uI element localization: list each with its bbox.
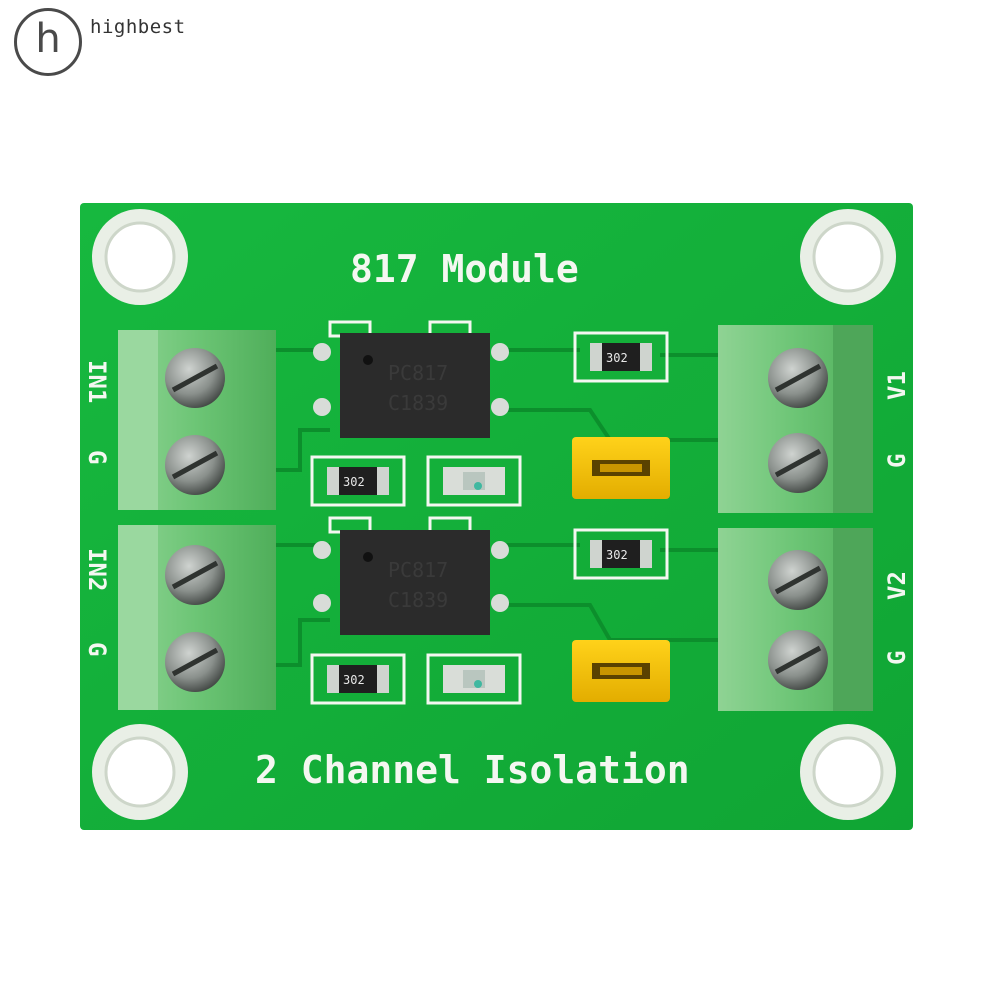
pcb-board <box>80 203 913 830</box>
terminal-block-v2 <box>718 528 873 711</box>
mounting-hole-bl <box>92 724 188 820</box>
brand-logo: h <box>14 8 82 76</box>
optocoupler-2: PC817 C1839 <box>313 516 509 635</box>
resistor-r4-code: 302 <box>343 673 365 687</box>
chip-2-line2: C1839 <box>388 588 448 612</box>
chip-1-line1: PC817 <box>388 361 448 385</box>
optocoupler-1: PC817 C1839 <box>313 320 509 438</box>
terminal-block-in2 <box>118 525 276 710</box>
label-in1: IN1 <box>83 360 111 403</box>
resistor-r3: 302 <box>573 528 669 580</box>
chip-1-line2: C1839 <box>388 391 448 415</box>
resistor-r1-code: 302 <box>606 351 628 365</box>
label-v2-ground: G <box>883 651 911 665</box>
resistor-r2-code: 302 <box>343 475 365 489</box>
resistor-r1: 302 <box>573 331 669 383</box>
label-v1-ground: G <box>883 454 911 468</box>
label-v2: V2 <box>883 571 911 600</box>
mounting-hole-tr <box>800 209 896 305</box>
jumper-1 <box>572 437 670 499</box>
board-title: 817 Module <box>350 247 579 291</box>
label-in2-ground: G <box>83 642 111 656</box>
terminal-block-v1 <box>718 325 873 513</box>
label-v1: V1 <box>883 371 911 400</box>
label-in1-ground: G <box>83 450 111 464</box>
label-in2: IN2 <box>83 548 111 591</box>
resistor-r2: 302 <box>310 455 406 507</box>
terminal-block-in1 <box>118 330 276 510</box>
logo-letter: h <box>35 16 61 62</box>
chip-2-line1: PC817 <box>388 558 448 582</box>
resistor-r4: 302 <box>310 653 406 705</box>
mounting-hole-tl <box>92 209 188 305</box>
led-1 <box>426 455 522 507</box>
resistor-r3-code: 302 <box>606 548 628 562</box>
mounting-hole-br <box>800 724 896 820</box>
brand-name: highbest <box>90 16 186 38</box>
jumper-2 <box>572 640 670 702</box>
led-2 <box>426 653 522 705</box>
board-subtitle: 2 Channel Isolation <box>255 748 690 792</box>
